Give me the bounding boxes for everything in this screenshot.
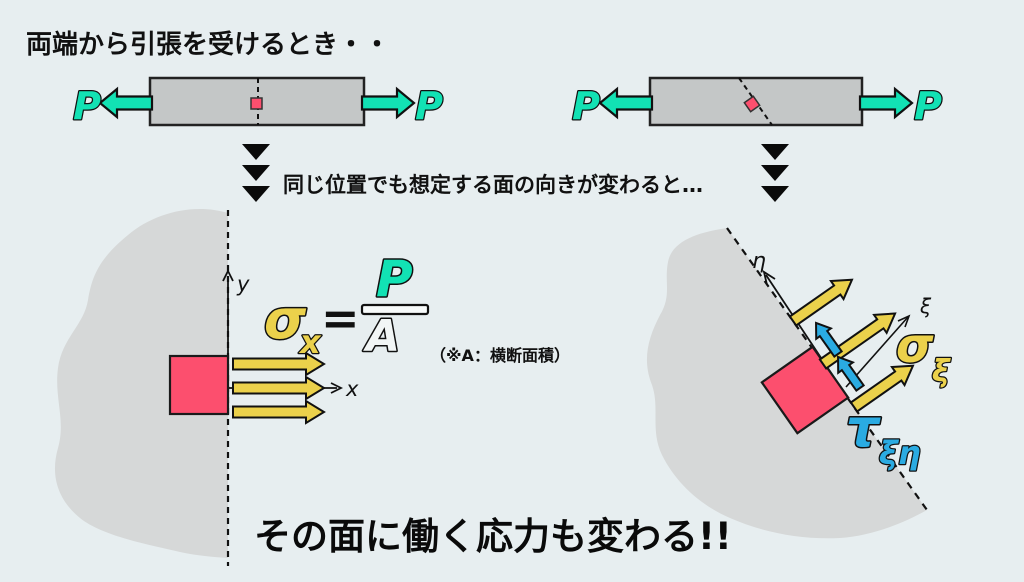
stress-element-square <box>168 354 230 416</box>
normal-stress-arrow <box>232 399 326 425</box>
normal-stress-arrow <box>849 364 915 413</box>
force-label-p: P <box>73 84 101 128</box>
cut-body-figure-left: y x <box>54 208 359 566</box>
normal-stress-arrow <box>232 351 326 377</box>
shear-stress-subscript: ξη <box>879 434 921 472</box>
load-arrow-right <box>360 86 416 120</box>
load-arrow-left <box>98 86 154 120</box>
cut-body-figure-right: η ξ σ ξ τ ξη <box>646 227 952 539</box>
down-triangle-icon <box>242 144 270 160</box>
xi-axis-label: ξ <box>919 294 932 318</box>
eta-axis-arrowhead-icon <box>762 270 776 286</box>
y-axis-label: y <box>236 272 250 296</box>
eta-axis-label: η <box>752 249 766 274</box>
normal-stress-arrow <box>232 375 326 401</box>
normal-stress-subscript: ξ <box>932 354 951 389</box>
load-arrow-right <box>858 86 914 120</box>
down-triangle-icon <box>761 165 789 181</box>
shear-stress-symbol: τ <box>846 399 881 459</box>
x-axis-label: x <box>345 377 359 401</box>
down-triangle-icon <box>761 144 789 160</box>
xi-axis-arrowhead-icon <box>897 314 911 328</box>
stress-element-marker <box>743 95 761 113</box>
formula-sigma-subscript: x <box>298 323 322 361</box>
force-label-p: P <box>572 84 600 128</box>
stress-formula: σ x = P A （※A：横断面積） <box>263 249 570 366</box>
transition-caption: 同じ位置でも想定する面の向きが変わると… <box>283 173 703 197</box>
down-triangle-icon <box>242 186 270 202</box>
load-arrow-left <box>598 86 654 120</box>
down-triangle-icon <box>242 165 270 181</box>
formula-denominator-a: A <box>363 311 400 362</box>
x-axis-arrowhead-icon <box>330 382 344 394</box>
shear-stress-arrow <box>815 321 844 358</box>
y-axis-arrowhead-icon <box>222 268 234 282</box>
shear-stress-arrow <box>837 355 866 392</box>
formula-note: （※A：横断面積） <box>430 346 570 365</box>
conclusion-caption: その面に働く応力も変わる!! <box>254 515 732 558</box>
normal-stress-symbol: σ <box>896 318 934 374</box>
tension-bar-figure-vertical-cut: P P <box>72 76 444 129</box>
normal-stress-arrow <box>788 278 854 327</box>
down-triangle-icon <box>761 186 789 202</box>
formula-numerator-p: P <box>376 250 413 308</box>
page-title: 両端から引張を受けるとき・・ <box>26 29 390 60</box>
transition-row: 同じ位置でも想定する面の向きが変わると… <box>242 144 789 202</box>
force-label-p: P <box>914 84 942 128</box>
fraction-bar <box>360 303 430 316</box>
formula-equals: = <box>321 291 360 345</box>
formula-sigma: σ <box>264 288 307 351</box>
force-label-p: P <box>415 84 443 128</box>
stress-element-marker <box>250 97 263 110</box>
tension-bar-figure-inclined-cut: P P <box>571 76 943 129</box>
body-blob <box>54 208 229 558</box>
